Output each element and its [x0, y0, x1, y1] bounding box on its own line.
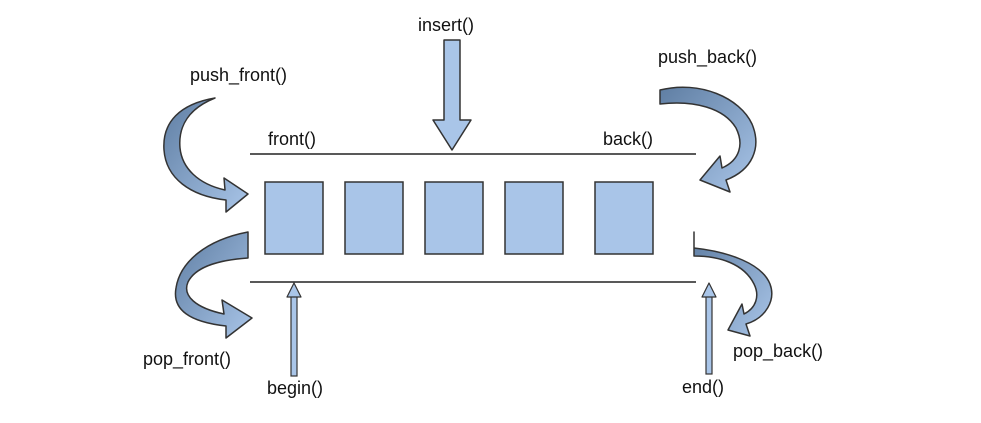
deque-cell-1 [264, 181, 324, 255]
pop-back-curved-arrow-icon [693, 231, 773, 337]
insert-arrow-icon [432, 39, 472, 151]
deque-cell-2 [344, 181, 404, 255]
pop-front-label: pop_front() [143, 349, 232, 369]
end-label: end() [682, 377, 725, 397]
pop-front-curved-arrow-icon [174, 231, 253, 339]
push-front-curved-arrow-icon [163, 97, 249, 213]
deque-cell-5 [594, 181, 654, 255]
push-back-label: push_back() [658, 47, 758, 67]
front-label: front() [268, 129, 317, 149]
deque-cell-4 [504, 181, 564, 255]
deque-cell-3 [424, 181, 484, 255]
pop-back-label: pop_back() [733, 341, 824, 361]
push-back-curved-arrow-icon [659, 86, 757, 193]
begin-arrow-icon [286, 282, 302, 377]
back-label: back() [603, 129, 654, 149]
push-front-label: push_front() [190, 65, 288, 85]
begin-label: begin() [267, 378, 324, 398]
end-arrow-icon [701, 282, 717, 375]
insert-label: insert() [418, 15, 475, 35]
